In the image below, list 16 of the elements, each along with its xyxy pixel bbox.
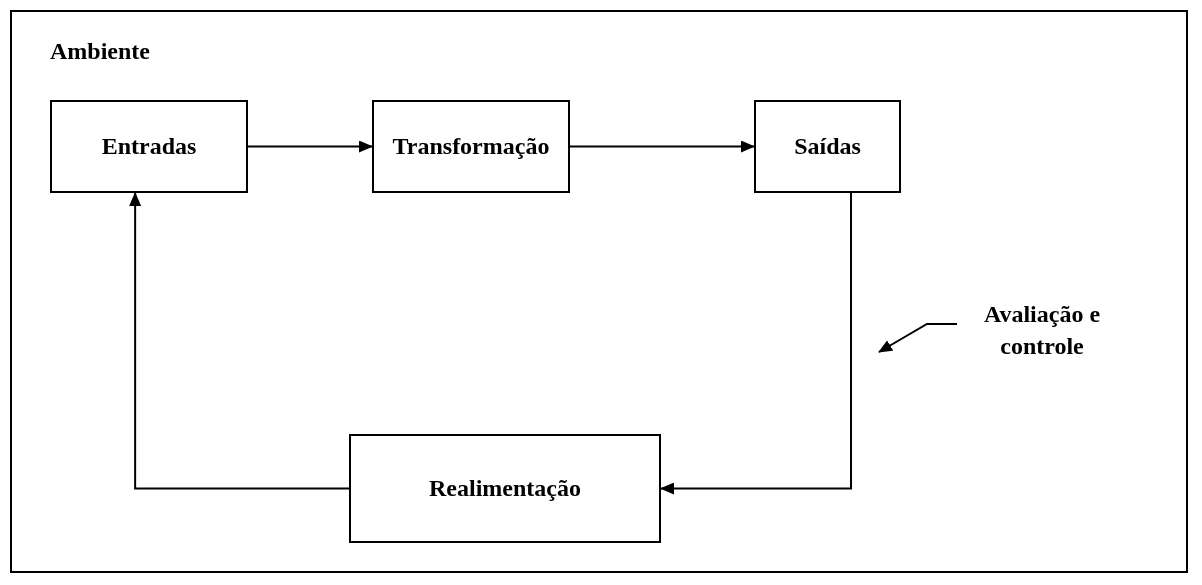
arrow (660, 192, 852, 495)
box-label: Transformação (392, 132, 550, 162)
environment-frame (10, 10, 1188, 573)
process-box (754, 100, 901, 193)
box-label: Saídas (794, 132, 861, 162)
box-label: Realimentação (429, 474, 581, 504)
frame-heading: Ambiente (50, 38, 150, 65)
arrow (247, 140, 373, 153)
process-box (372, 100, 570, 193)
arrow (569, 140, 755, 153)
box-label: Entradas (101, 132, 197, 162)
arrow (129, 192, 350, 490)
process-box (349, 434, 661, 543)
pointer-arrow (878, 323, 958, 353)
process-box (50, 100, 248, 193)
annotation-text: Avaliação e controle (982, 299, 1102, 361)
